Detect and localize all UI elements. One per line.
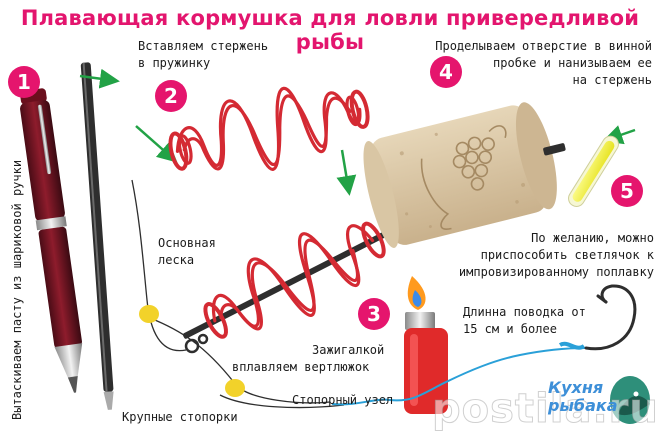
step-arrows (79, 68, 636, 196)
stop-knot-caption: Стопорный узел (292, 393, 394, 407)
leader-caption-line1: Длинна поводка от (463, 305, 586, 319)
lighter-caption-line1: Зажигалкой (312, 343, 385, 357)
spring-icon (182, 207, 434, 339)
insert-rod-caption-line1: Вставляем стержень (138, 39, 269, 53)
lighter-icon (404, 276, 448, 414)
light-caption-line3: импровизированному поплавку (458, 265, 654, 279)
cork-caption-line2: пробке и нанизываем ее (493, 56, 652, 70)
cork-caption-line3: на стержень (572, 73, 652, 87)
leader-line (331, 341, 586, 406)
spring-icon (168, 86, 370, 171)
pen-icon (20, 88, 83, 393)
fish-logo-icon (610, 376, 650, 424)
insert-rod-caption-line2: в пружинку (138, 56, 211, 70)
step-badge-4: 4 (430, 56, 462, 88)
light-caption-line1: По желанию, можно (531, 231, 654, 245)
step-badge-3: 3 (358, 298, 390, 330)
brand-line2: рыбака (548, 396, 618, 415)
step-badge-2: 2 (155, 80, 187, 112)
pen-caption: Вытаскиваем пасту из шариковой ручки (10, 159, 24, 420)
rod-icon (80, 62, 114, 410)
leader-caption-line2: 15 см и более (463, 322, 557, 336)
main-line-caption-line1: Основная (158, 236, 216, 250)
brand-line1: Кухня (548, 378, 604, 397)
page-title: Плавающая кормушка для ловли привередлив… (20, 6, 640, 54)
step-badge-5: 5 (611, 175, 643, 207)
stopper-icon (139, 305, 245, 397)
hook-icon (584, 284, 637, 351)
cork-icon (363, 102, 566, 248)
step-badge-1: 1 (8, 66, 40, 98)
main-line-caption-line2: леска (158, 253, 195, 267)
light-caption-line2: приспособить светлячок к (480, 248, 654, 262)
big-stoppers-caption: Крупные стопорки (122, 410, 238, 424)
cork-caption-line1: Проделываем отверстие в винной (435, 39, 652, 53)
watermark: postila.ru (432, 386, 659, 433)
lightstick-icon (568, 135, 619, 207)
lighter-caption-line2: вплавляем вертлюжок (232, 360, 370, 374)
